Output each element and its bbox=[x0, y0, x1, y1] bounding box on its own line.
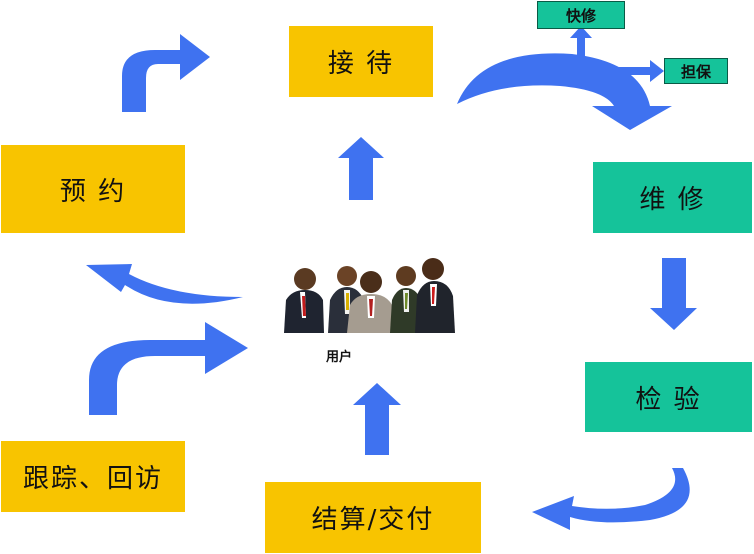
user-group-illustration bbox=[284, 258, 455, 333]
arrow-branch-warranty bbox=[616, 60, 664, 82]
arrow-curve-appointment-to-reception bbox=[122, 34, 210, 112]
branch-warranty-label: 担保 bbox=[680, 62, 711, 81]
arrow-down-repair-to-inspection bbox=[650, 258, 697, 330]
step-settlement-label: 结算/交付 bbox=[311, 505, 435, 535]
step-appointment-label: 预 约 bbox=[59, 176, 127, 207]
arrow-curve-reception-to-repair bbox=[457, 53, 672, 130]
user-label: 用户 bbox=[326, 350, 353, 365]
step-settlement: 结算/交付 bbox=[265, 482, 481, 553]
step-followup: 跟踪、回访 bbox=[1, 441, 185, 512]
arrow-branch-quick-repair bbox=[570, 26, 592, 62]
step-inspection: 检 验 bbox=[585, 362, 752, 432]
arrow-up-to-user bbox=[353, 383, 401, 455]
step-reception-label: 接 待 bbox=[327, 49, 395, 79]
step-repair: 维 修 bbox=[593, 162, 752, 233]
arrow-up-to-reception bbox=[338, 137, 384, 200]
step-appointment: 预 约 bbox=[1, 145, 185, 233]
arrow-curve-inspection-to-settlement bbox=[532, 468, 690, 530]
branch-warranty: 担保 bbox=[664, 58, 728, 84]
arrow-curve-followup-to-user bbox=[89, 322, 248, 415]
step-inspection-label: 检 验 bbox=[635, 384, 702, 415]
step-reception: 接 待 bbox=[289, 26, 433, 97]
branch-quick-repair-label: 快修 bbox=[565, 6, 596, 25]
branch-quick-repair: 快修 bbox=[537, 1, 625, 29]
step-repair-label: 维 修 bbox=[639, 185, 706, 215]
arrow-curve-user-to-appointment bbox=[86, 264, 243, 304]
step-followup-label: 跟踪、回访 bbox=[22, 464, 163, 494]
